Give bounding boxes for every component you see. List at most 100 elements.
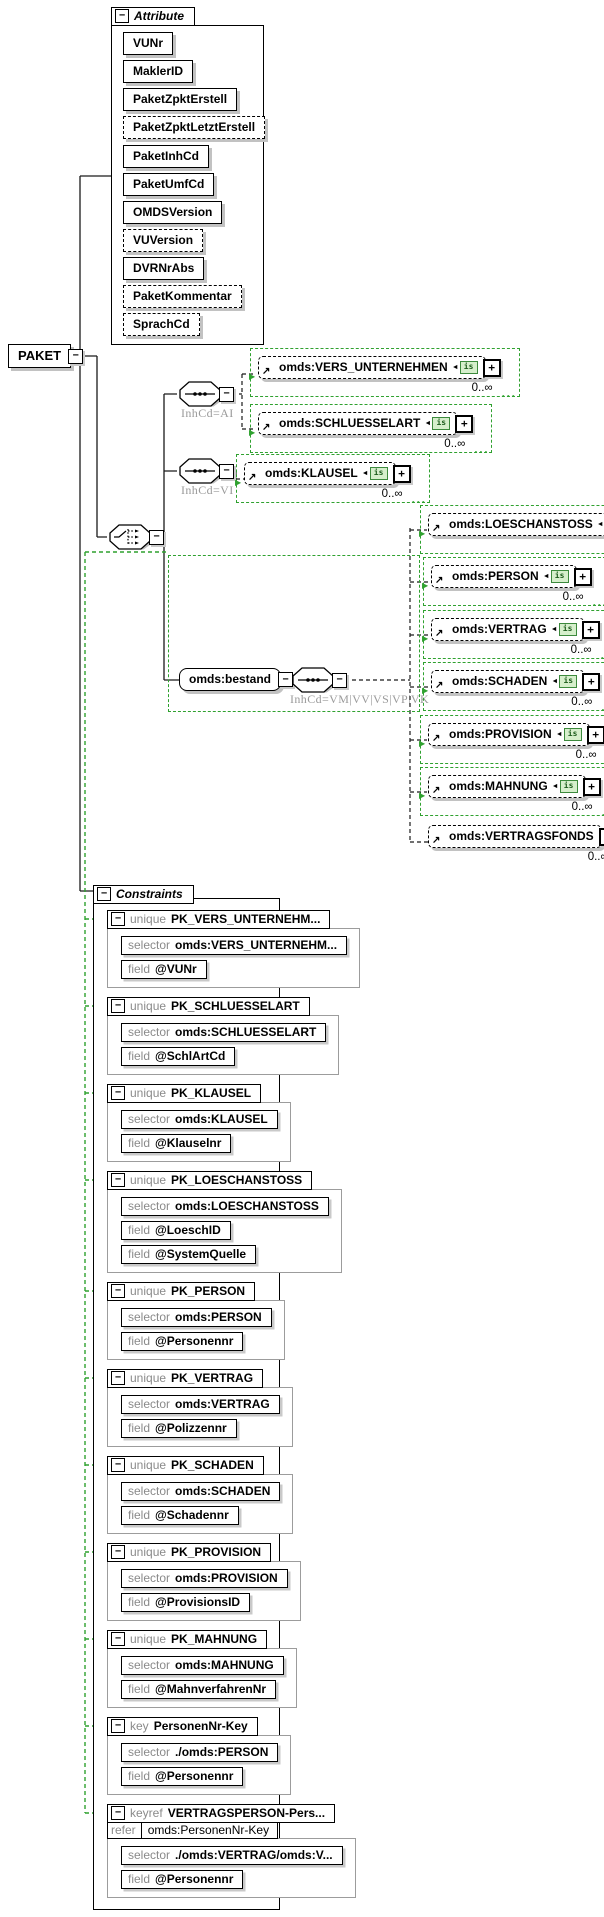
selector-row[interactable]: selector omds:LOESCHANSTOSS [121, 1197, 329, 1216]
expand-icon[interactable] [582, 777, 601, 796]
collapse-icon[interactable] [111, 999, 125, 1013]
element-ref-box[interactable]: omds:PERSON ◄is [431, 565, 577, 588]
collapse-icon[interactable] [219, 463, 234, 479]
collapse-icon[interactable] [111, 1458, 125, 1472]
field-row[interactable]: field @Personennr [121, 1332, 244, 1351]
attribute-omdsversion[interactable]: OMDSVersion [123, 201, 223, 224]
element-ref-box[interactable]: omds:LOESCHANSTOSS ◄is [428, 513, 604, 536]
attribute-vuversion[interactable]: VUVersion [123, 229, 204, 252]
selector-row[interactable]: selector omds:SCHADEN [121, 1482, 281, 1501]
element-ref-box[interactable]: omds:VERS_UNTERNEHMEN ◄is [258, 356, 486, 379]
selector-row[interactable]: selector ./omds:VERTRAG/omds:V... [121, 1846, 343, 1865]
selector-row[interactable]: selector omds:PROVISION [121, 1569, 288, 1588]
collapse-icon[interactable] [115, 9, 129, 23]
attribute-paketkommentar[interactable]: PaketKommentar [123, 285, 242, 308]
selector-row[interactable]: selector omds:SCHLUESSELART [121, 1023, 327, 1042]
sequence-vi[interactable] [177, 458, 234, 484]
expand-icon[interactable] [582, 672, 601, 691]
constraint-tab[interactable]: unique PK_MAHNUNG [107, 1630, 268, 1649]
attribute-sprachcd[interactable]: SprachCd [123, 313, 200, 336]
attribute-maklerid[interactable]: MaklerID [123, 60, 194, 83]
element-ref-box[interactable]: omds:MAHNUNG ◄is [428, 775, 586, 798]
expand-icon[interactable] [573, 567, 592, 586]
field-row[interactable]: field @Personennr [121, 1767, 244, 1786]
collapse-icon[interactable] [111, 1806, 125, 1820]
expand-icon[interactable] [598, 827, 604, 846]
optional-dots: ··· [602, 808, 604, 822]
constraint-tab[interactable]: unique PK_SCHADEN [107, 1456, 264, 1475]
collapse-icon[interactable] [149, 529, 164, 545]
constraint-tab[interactable]: unique PK_KLAUSEL [107, 1084, 262, 1103]
collapse-icon[interactable] [111, 1632, 125, 1646]
collapse-icon[interactable] [97, 887, 111, 901]
field-row[interactable]: field @Klauselnr [121, 1134, 232, 1153]
collapse-icon[interactable] [111, 1086, 125, 1100]
identity-constraints-badge: ◄is [452, 360, 478, 374]
field-row[interactable]: field @Schadennr [121, 1506, 239, 1525]
expand-icon[interactable] [455, 414, 474, 433]
collapse-icon[interactable] [111, 1545, 125, 1559]
attribute-vunr[interactable]: VUNr [123, 32, 174, 55]
field-row[interactable]: field @Polizzennr [121, 1419, 237, 1438]
sequence-ai[interactable] [177, 381, 234, 407]
constraint-body: selector ./omds:VERTRAG/omds:V... field … [107, 1838, 356, 1898]
constraint-tab[interactable]: unique PK_LOESCHANSTOSS [107, 1171, 313, 1190]
attribute-list: VUNr MaklerID PaketZpktErstell PaketZpkt… [111, 25, 266, 343]
element-ref-box[interactable]: omds:PROVISION ◄is [428, 723, 590, 746]
selector-row[interactable]: selector omds:VERTRAG [121, 1395, 280, 1414]
constraint-tab[interactable]: unique PK_VERS_UNTERNEHM... [107, 910, 331, 929]
constraint-tab[interactable]: keyref VERTRAGSPERSON-Pers... [107, 1804, 336, 1823]
selector-row[interactable]: selector omds:VERS_UNTERNEHM... [121, 936, 348, 955]
field-row[interactable]: field @ProvisionsID [121, 1593, 251, 1612]
collapse-icon[interactable] [219, 386, 234, 402]
collapse-icon[interactable] [111, 1719, 125, 1733]
element-ref-box[interactable]: omds:SCHLUESSELART ◄is [258, 412, 459, 435]
collapse-icon[interactable] [111, 1284, 125, 1298]
constraint-tab[interactable]: unique PK_PROVISION [107, 1543, 272, 1562]
choice-compositor[interactable] [107, 524, 164, 550]
element-ref-box[interactable]: omds:SCHADEN ◄is [431, 670, 586, 693]
constraint-pk-mahnung: unique PK_MAHNUNG selector omds:MAHNUNG … [107, 1630, 297, 1708]
occurrence-label: 0..∞ [571, 696, 593, 708]
field-row[interactable]: field @Personennr [121, 1870, 244, 1889]
attribute-dvrnrabs[interactable]: DVRNrAbs [123, 257, 205, 280]
identity-constraints-badge: ◄is [543, 569, 569, 583]
expand-icon[interactable] [482, 358, 501, 377]
expand-icon[interactable] [586, 725, 604, 744]
element-bestand[interactable]: omds:bestand [179, 668, 294, 691]
element-vers-unternehmen: ▶ omds:VERS_UNTERNEHMEN ◄is 0..∞ ··· [249, 348, 520, 403]
element-ref-box[interactable]: omds:VERTRAG ◄is [431, 618, 585, 641]
field-row[interactable]: field @LoeschID [121, 1221, 231, 1240]
attribute-paketzpkterstell[interactable]: PaketZpktErstell [123, 88, 238, 111]
collapse-icon[interactable] [111, 1173, 125, 1187]
condition-label-bestand: InhCd=VM|VV|VS|VP|VK [290, 692, 430, 706]
expand-icon[interactable] [581, 620, 600, 639]
element-vertrag: ▶ omds:VERTRAG ◄is 0..∞ ··· [422, 610, 604, 665]
field-row[interactable]: field @VUNr [121, 960, 207, 979]
selector-row[interactable]: selector omds:MAHNUNG [121, 1656, 284, 1675]
constraint-tab[interactable]: unique PK_PERSON [107, 1282, 256, 1301]
refer-row[interactable]: refer omds:PersonenNr-Key [107, 1822, 279, 1839]
sequence-bestand[interactable] [290, 667, 347, 693]
attribute-paketzpktletzterstell[interactable]: PaketZpktLetztErstell [123, 116, 266, 139]
element-ref-box[interactable]: omds:KLAUSEL ◄is [244, 462, 396, 485]
constraint-tab[interactable]: key PersonenNr-Key [107, 1717, 258, 1736]
expand-icon[interactable] [392, 464, 411, 483]
collapse-icon[interactable] [332, 672, 347, 688]
constraint-tab[interactable]: unique PK_SCHLUESSELART [107, 997, 310, 1016]
field-row[interactable]: field @SchlArtCd [121, 1047, 236, 1066]
attribute-paketumfcd[interactable]: PaketUmfCd [123, 173, 215, 196]
attribute-paketinhcd[interactable]: PaketInhCd [123, 145, 210, 168]
root-element-paket[interactable]: PAKET [8, 344, 84, 368]
collapse-icon[interactable] [111, 1371, 125, 1385]
constraint-tab[interactable]: unique PK_VERTRAG [107, 1369, 264, 1388]
selector-row[interactable]: selector ./omds:PERSON [121, 1743, 279, 1762]
selector-row[interactable]: selector omds:KLAUSEL [121, 1110, 278, 1129]
constraint-pk-person: unique PK_PERSON selector omds:PERSON fi… [107, 1282, 285, 1360]
collapse-icon[interactable] [111, 912, 125, 926]
element-ref-box[interactable]: omds:VERTRAGSFONDS [428, 825, 602, 848]
selector-row[interactable]: selector omds:PERSON [121, 1308, 272, 1327]
field-row[interactable]: field @MahnverfahrenNr [121, 1680, 277, 1699]
collapse-icon[interactable] [68, 348, 84, 364]
field-row[interactable]: field @SystemQuelle [121, 1245, 257, 1264]
